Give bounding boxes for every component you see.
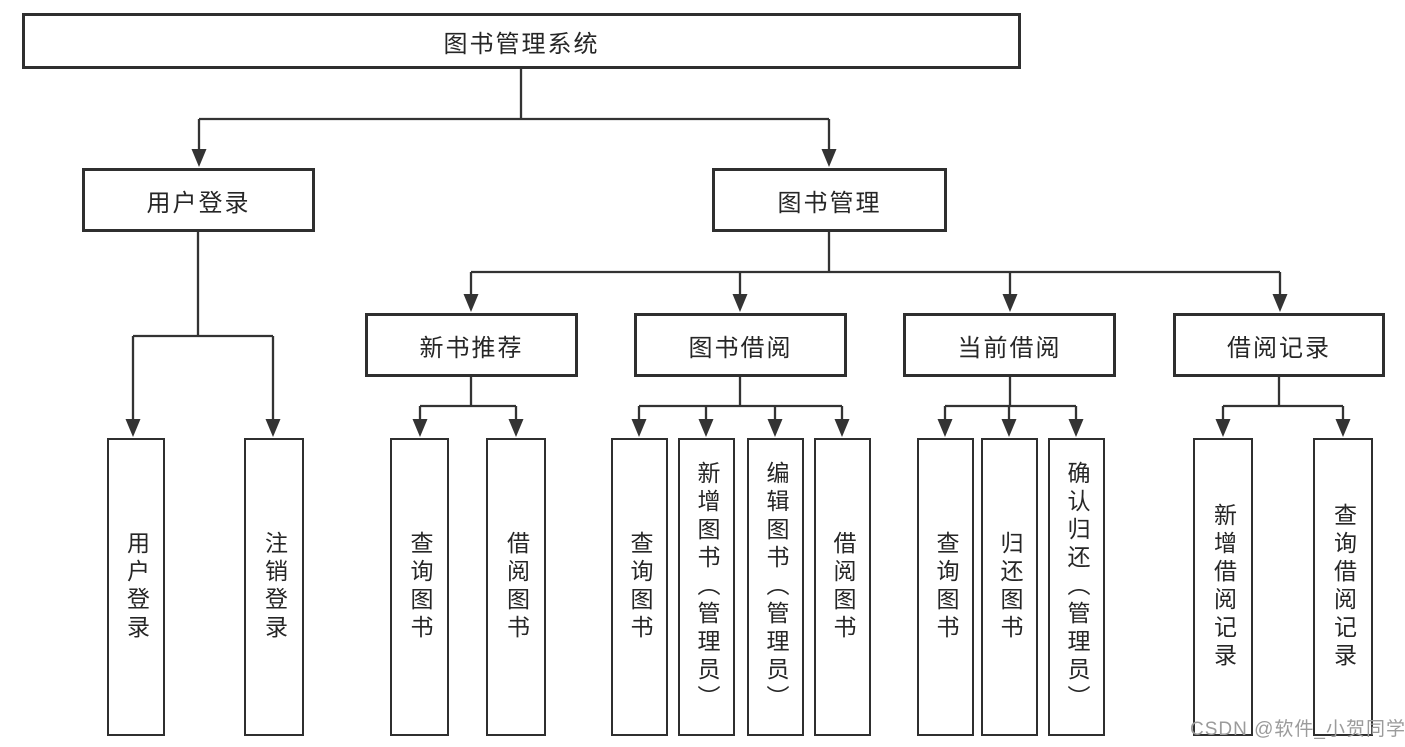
leaf-add-borrow-record-label: 新增借阅记录 [1210,503,1237,671]
leaf-return-book: 归还图书 [981,438,1038,736]
leaf-borrow-books-recommend: 借阅图书 [486,438,546,736]
node-root-label: 图书管理系统 [443,30,600,58]
leaf-borrow-books: 借阅图书 [814,438,871,736]
leaf-logout-label: 注销登录 [261,531,288,643]
leaf-query-books-borrow-label: 查询图书 [627,531,653,643]
leaf-query-books-recommend: 查询图书 [390,438,449,736]
leaf-borrow-books-recommend-label: 借阅图书 [503,531,530,643]
node-book-management-label: 图书管理 [777,189,882,217]
node-borrow-records: 借阅记录 [1173,313,1385,377]
leaf-add-borrow-record: 新增借阅记录 [1193,438,1253,736]
leaf-borrow-books-label: 借阅图书 [830,531,856,643]
watermark: CSDN @软件_小贺同学 [1190,719,1405,740]
leaf-query-books-recommend-label: 查询图书 [407,531,433,643]
node-new-book-recommend: 新书推荐 [365,313,578,377]
leaf-user-login-label: 用户登录 [123,531,150,643]
node-current-borrow-label: 当前借阅 [957,334,1062,362]
node-borrow-records-label: 借阅记录 [1227,334,1331,362]
arrowheads [125,149,1351,437]
leaf-query-books-current: 查询图书 [917,438,974,736]
leaf-edit-book-admin: 编辑图书（管理员） [747,438,804,736]
leaf-add-book-admin-label: 新增图书（管理员） [694,461,720,713]
leaf-query-books-borrow: 查询图书 [611,438,668,736]
leaf-confirm-return-admin-label: 确认归还（管理员） [1064,461,1090,713]
node-book-borrow: 图书借阅 [634,313,847,377]
leaf-query-books-current-label: 查询图书 [933,531,959,643]
node-book-borrow-label: 图书借阅 [688,334,793,362]
leaf-user-login: 用户登录 [107,438,165,736]
node-user-login: 用户登录 [82,168,315,232]
leaf-query-borrow-record-label: 查询借阅记录 [1330,503,1357,671]
leaf-add-book-admin: 新增图书（管理员） [678,438,735,736]
node-new-book-recommend-label: 新书推荐 [419,334,524,362]
leaf-logout: 注销登录 [244,438,304,736]
leaf-confirm-return-admin: 确认归还（管理员） [1048,438,1105,736]
leaf-edit-book-admin-label: 编辑图书（管理员） [763,461,789,713]
leaf-query-borrow-record: 查询借阅记录 [1313,438,1373,736]
node-current-borrow: 当前借阅 [903,313,1116,377]
node-root: 图书管理系统 [22,13,1021,69]
leaf-return-book-label: 归还图书 [997,531,1023,643]
node-user-login-label: 用户登录 [146,189,251,217]
node-book-management: 图书管理 [712,168,947,232]
